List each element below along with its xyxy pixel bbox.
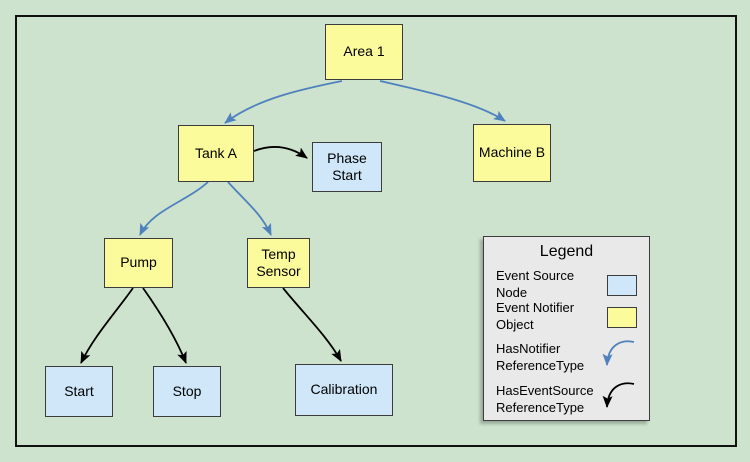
node-area-1: Area 1	[325, 24, 403, 80]
legend-event-notifier-label: Event Notifier Object	[496, 300, 575, 332]
legend-row-hasnotifier: HasNotifier ReferenceType	[496, 337, 637, 379]
legend-hasnotifier-line2: ReferenceType	[496, 358, 585, 373]
legend-title: Legend	[539, 243, 594, 260]
node-stop-label: Stop	[172, 382, 202, 399]
node-pump: Pump	[104, 238, 173, 288]
legend-hasnotifier-label: HasNotifier ReferenceType	[496, 341, 584, 375]
legend-haseventsource-line1: HasEventSource	[496, 383, 594, 399]
legend-row-event-notifier: Event Notifier Object	[496, 300, 637, 332]
legend-event-source-label: Event Source Node	[496, 268, 575, 300]
legend-row-haseventsource: HasEventSource ReferenceType	[496, 379, 637, 421]
node-start: Start	[45, 366, 113, 417]
legend-row-event-source: Event Source Node	[496, 268, 637, 300]
node-start-label: Start	[64, 382, 94, 399]
hasnotifier-arrow-icon	[602, 340, 635, 366]
legend-hasnotifier-line1: HasNotifier	[496, 341, 561, 357]
node-stop: Stop	[153, 366, 221, 417]
node-calibration: Calibration	[295, 364, 393, 416]
legend-haseventsource-line2: ReferenceType	[496, 400, 585, 415]
diagram-frame	[15, 15, 737, 447]
haseventsource-arrow-icon	[602, 382, 635, 408]
node-phase-start: Phase Start	[312, 142, 382, 192]
node-area-1-label: Area 1	[343, 43, 385, 60]
node-tank-a: Tank A	[178, 125, 254, 182]
legend-panel: Legend Event Source Node Event Notifier …	[483, 236, 650, 421]
node-temp-sensor-label: Temp Sensor	[256, 245, 301, 280]
node-machine-b-label: Machine B	[478, 144, 546, 161]
node-pump-label: Pump	[120, 254, 157, 271]
event-source-swatch	[607, 274, 637, 296]
node-calibration-label: Calibration	[310, 381, 378, 398]
event-notifier-swatch	[607, 306, 637, 328]
legend-haseventsource-label: HasEventSource ReferenceType	[496, 383, 594, 417]
node-tank-a-label: Tank A	[194, 144, 238, 161]
node-machine-b: Machine B	[473, 124, 551, 182]
node-temp-sensor: Temp Sensor	[247, 238, 310, 288]
node-phase-start-label: Phase Start	[327, 149, 367, 184]
